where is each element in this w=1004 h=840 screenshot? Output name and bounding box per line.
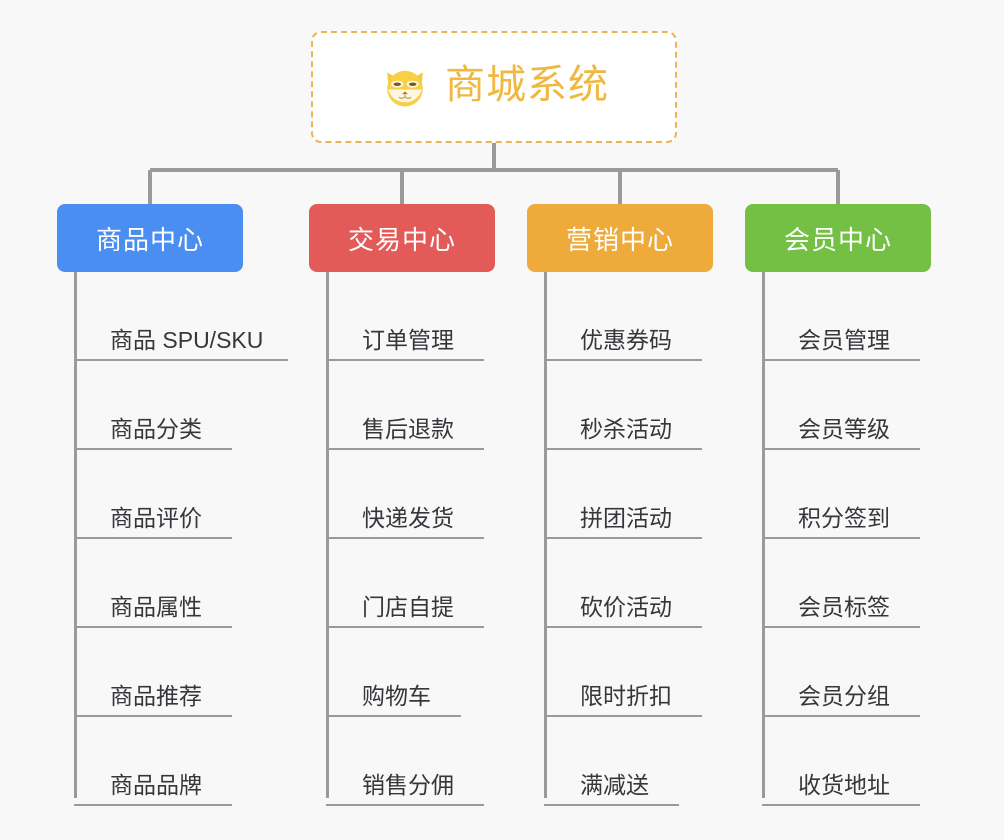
leaf-label: 会员管理 <box>798 327 890 353</box>
leaf-item[interactable]: 秒杀活动 <box>544 361 713 450</box>
leaf-label: 会员标签 <box>798 594 890 620</box>
leaf-label: 砍价活动 <box>580 594 672 620</box>
leaf-rule <box>326 359 484 361</box>
leaf-rule <box>326 804 484 806</box>
leaf-item[interactable]: 拼团活动 <box>544 450 713 539</box>
leaf-label: 商品评价 <box>110 505 202 531</box>
leaf-item[interactable]: 商品属性 <box>74 539 263 628</box>
leaf-item[interactable]: 门店自提 <box>326 539 495 628</box>
leaf-label: 快递发货 <box>362 505 454 531</box>
leaf-item[interactable]: 收货地址 <box>762 717 931 806</box>
branch-column-3: 会员中心 会员管理 会员等级 积分签到 会员标签 会员分组 <box>745 204 931 806</box>
leaf-label: 会员分组 <box>798 683 890 709</box>
leaf-label: 拼团活动 <box>580 505 672 531</box>
leaf-label: 秒杀活动 <box>580 416 672 442</box>
leaf-item[interactable]: 会员等级 <box>762 361 931 450</box>
leaf-item[interactable]: 商品 SPU/SKU <box>74 272 288 361</box>
leaf-label: 订单管理 <box>362 327 454 353</box>
leaf-rule <box>326 537 484 539</box>
leaf-rule <box>326 715 461 717</box>
branch-header-1[interactable]: 交易中心 <box>309 204 495 272</box>
leaf-item[interactable]: 售后退款 <box>326 361 495 450</box>
leaf-rule <box>74 804 232 806</box>
leaf-label: 商品属性 <box>110 594 202 620</box>
branch-trunk <box>326 272 329 798</box>
leaf-item[interactable]: 限时折扣 <box>544 628 713 717</box>
branch-trunk <box>762 272 765 798</box>
leaf-item[interactable]: 订单管理 <box>326 272 495 361</box>
leaf-item[interactable]: 购物车 <box>326 628 495 717</box>
leaf-rule <box>762 448 920 450</box>
leaf-label: 会员等级 <box>798 416 890 442</box>
branch-header-label: 商品中心 <box>95 224 204 255</box>
branch-header-label: 会员中心 <box>783 224 892 255</box>
branch-body-2: 优惠券码 秒杀活动 拼团活动 砍价活动 限时折扣 满减送 <box>544 272 713 806</box>
branch-body-1: 订单管理 售后退款 快递发货 门店自提 购物车 销售分佣 <box>326 272 495 806</box>
branch-header-0[interactable]: 商品中心 <box>57 204 243 272</box>
leaf-rule <box>544 359 702 361</box>
leaf-rule <box>74 626 232 628</box>
leaf-rule <box>762 359 920 361</box>
root-node[interactable]: 商城系统 <box>311 31 677 143</box>
leaf-item[interactable]: 商品评价 <box>74 450 263 539</box>
leaf-label: 限时折扣 <box>580 683 672 709</box>
leaf-item[interactable]: 快递发货 <box>326 450 495 539</box>
leaf-rule <box>74 359 288 361</box>
leaf-label: 售后退款 <box>362 416 454 442</box>
leaf-rule <box>544 804 679 806</box>
leaf-label: 销售分佣 <box>362 772 454 798</box>
leaf-label: 商品 SPU/SKU <box>110 327 264 353</box>
leaf-item[interactable]: 销售分佣 <box>326 717 495 806</box>
leaf-rule <box>762 626 920 628</box>
leaf-item[interactable]: 商品推荐 <box>74 628 263 717</box>
leaf-item[interactable]: 商品品牌 <box>74 717 263 806</box>
branch-column-0: 商品中心 商品 SPU/SKU 商品分类 商品评价 商品属性 商品推荐 <box>57 204 288 806</box>
branch-body-3: 会员管理 会员等级 积分签到 会员标签 会员分组 收货地址 <box>762 272 931 806</box>
branch-body-0: 商品 SPU/SKU 商品分类 商品评价 商品属性 商品推荐 商品品牌 <box>74 272 288 806</box>
branch-header-label: 营销中心 <box>565 224 674 255</box>
leaf-label: 积分签到 <box>798 505 890 531</box>
leaf-rule <box>74 537 232 539</box>
leaf-rule <box>544 715 702 717</box>
branch-column-2: 营销中心 优惠券码 秒杀活动 拼团活动 砍价活动 限时折扣 <box>527 204 713 806</box>
leaf-rule <box>544 448 702 450</box>
leaf-item[interactable]: 积分签到 <box>762 450 931 539</box>
leaf-label: 优惠券码 <box>580 327 672 353</box>
branch-trunk <box>544 272 547 798</box>
leaf-item[interactable]: 优惠券码 <box>544 272 713 361</box>
leaf-item[interactable]: 商品分类 <box>74 361 263 450</box>
root-title: 商城系统 <box>445 63 609 107</box>
leaf-rule <box>74 448 232 450</box>
leaf-rule <box>544 537 702 539</box>
branch-trunk <box>74 272 77 798</box>
leaf-item[interactable]: 会员标签 <box>762 539 931 628</box>
branch-column-1: 交易中心 订单管理 售后退款 快递发货 门店自提 购物车 <box>309 204 495 806</box>
leaf-item[interactable]: 会员分组 <box>762 628 931 717</box>
leaf-rule <box>762 715 920 717</box>
leaf-rule <box>326 626 484 628</box>
leaf-item[interactable]: 满减送 <box>544 717 713 806</box>
leaf-rule <box>326 448 484 450</box>
branch-header-label: 交易中心 <box>347 224 456 255</box>
leaf-rule <box>74 715 232 717</box>
leaf-label: 商品推荐 <box>110 683 202 709</box>
branch-header-3[interactable]: 会员中心 <box>745 204 931 272</box>
leaf-label: 商品品牌 <box>110 772 202 798</box>
leaf-item[interactable]: 会员管理 <box>762 272 931 361</box>
leaf-rule <box>544 626 702 628</box>
leaf-rule <box>762 804 920 806</box>
branch-header-2[interactable]: 营销中心 <box>527 204 713 272</box>
leaf-label: 商品分类 <box>110 416 202 442</box>
leaf-rule <box>762 537 920 539</box>
leaf-label: 满减送 <box>580 772 649 798</box>
leaf-label: 收货地址 <box>798 772 890 798</box>
leaf-label: 门店自提 <box>362 594 454 620</box>
leaf-item[interactable]: 砍价活动 <box>544 539 713 628</box>
shiba-dog-icon <box>379 61 431 113</box>
leaf-label: 购物车 <box>362 683 431 709</box>
